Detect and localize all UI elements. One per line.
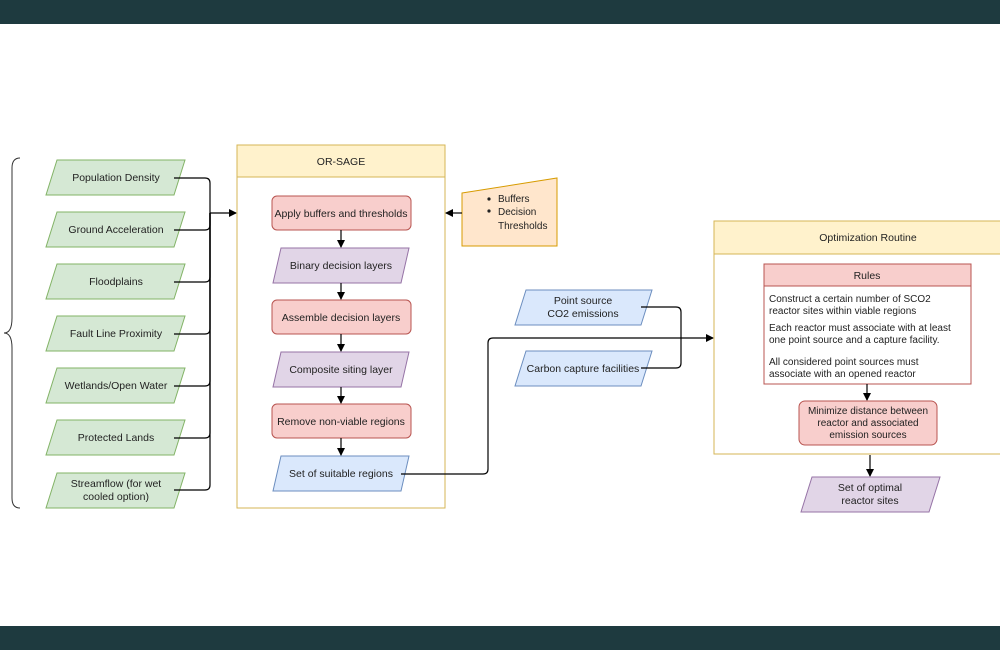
step-label: Remove non-viable regions <box>277 416 405 428</box>
rule-text: Construct a certain number of SCO2 <box>769 294 931 305</box>
step-assemble-decision-layers: Assemble decision layers <box>271 299 412 335</box>
input-protected-lands: Protected Lands <box>45 419 186 456</box>
point-source-emissions: Point source CO2 emissions <box>514 289 653 326</box>
rules-box: Rules Construct a certain number of SCO2… <box>763 263 972 385</box>
input-ground-acceleration: Ground Acceleration <box>45 211 186 248</box>
bottom-band <box>0 626 1000 650</box>
input-fault-line-proximity: Fault Line Proximity <box>45 315 186 352</box>
point-source-line2: CO2 emissions <box>547 308 618 320</box>
step-remove-non-viable: Remove non-viable regions <box>271 403 412 439</box>
input-label: Population Density <box>72 172 160 184</box>
step-binary-decision-layers: Binary decision layers <box>272 247 410 284</box>
input-label: Streamflow (for wet <box>71 478 162 490</box>
manual-input-thresholds: Buffers Decision Thresholds <box>461 177 558 247</box>
output-line2: reactor sites <box>841 495 898 507</box>
input-label: Fault Line Proximity <box>70 328 163 340</box>
input-connectors <box>174 177 237 491</box>
output-optimal-reactor-sites: Set of optimal reactor sites <box>800 476 941 513</box>
rule-text: All considered point sources must <box>769 357 919 368</box>
rule-text: reactor sites within viable regions <box>769 306 916 317</box>
objective-line: emission sources <box>829 430 906 441</box>
input-floodplains: Floodplains <box>45 263 186 300</box>
input-wetlands-open-water: Wetlands/Open Water <box>45 367 186 404</box>
step-label: Assemble decision layers <box>282 312 400 324</box>
manual-input-item: Decision <box>498 207 536 218</box>
input-population-density: Population Density <box>45 159 186 196</box>
rule-text: associate with an opened reactor <box>769 369 916 380</box>
input-group-brace <box>3 157 21 509</box>
manual-input-item: Buffers <box>498 194 530 205</box>
optimization-connectors <box>401 306 714 475</box>
step-composite-siting-layer: Composite siting layer <box>272 351 410 388</box>
optimization-title: Optimization Routine <box>819 232 917 244</box>
step-label: Binary decision layers <box>290 260 392 272</box>
step-apply-buffers: Apply buffers and thresholds <box>271 195 412 231</box>
or-sage-title: OR-SAGE <box>317 156 365 168</box>
objective-line: Minimize distance between <box>808 406 928 417</box>
input-label: Ground Acceleration <box>68 224 163 236</box>
output-line1: Set of optimal <box>838 482 902 494</box>
input-label: Protected Lands <box>78 432 154 444</box>
rule-text: one point source and a capture facility. <box>769 335 939 346</box>
step-label: Set of suitable regions <box>289 468 393 480</box>
step-label: Apply buffers and thresholds <box>275 208 408 220</box>
input-label: Floodplains <box>89 276 143 288</box>
manual-input-item: Thresholds <box>498 221 547 232</box>
top-band <box>0 0 1000 24</box>
input-label: Wetlands/Open Water <box>65 380 168 392</box>
objective-line: reactor and associated <box>817 418 918 429</box>
step-set-of-suitable-regions: Set of suitable regions <box>272 455 410 492</box>
rule-text: Each reactor must associate with at leas… <box>769 323 951 334</box>
carbon-capture-facilities: Carbon capture facilities <box>514 350 653 387</box>
step-label: Composite siting layer <box>289 364 393 376</box>
rules-title: Rules <box>854 270 881 282</box>
input-streamflow: Streamflow (for wet cooled option) <box>45 472 186 509</box>
objective-minimize-distance: Minimize distance between reactor and as… <box>798 400 938 446</box>
point-source-line1: Point source <box>554 295 613 307</box>
input-label: cooled option) <box>83 491 149 503</box>
capture-label: Carbon capture facilities <box>527 363 640 375</box>
